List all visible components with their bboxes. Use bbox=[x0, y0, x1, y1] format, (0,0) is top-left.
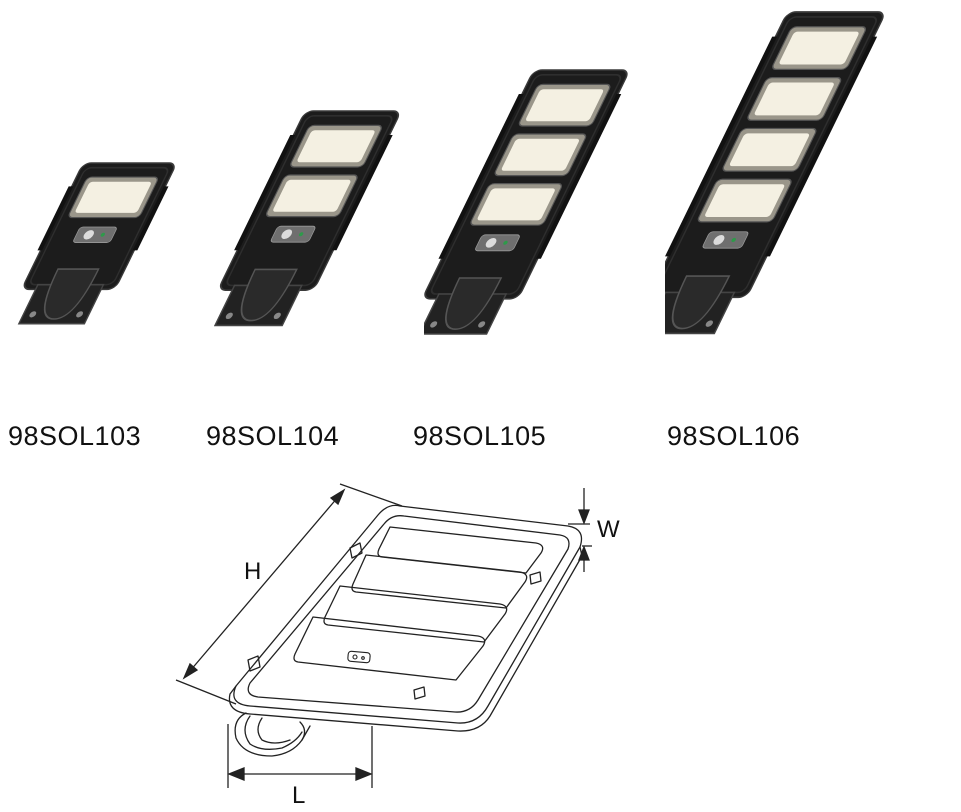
lamp-98sol105-image bbox=[424, 62, 696, 392]
lamp-98sol103-image bbox=[14, 155, 214, 395]
h-extension-top bbox=[339, 483, 403, 507]
model-label-98sol105: 98SOL105 bbox=[413, 421, 547, 451]
width-label: W bbox=[597, 516, 620, 543]
h-dimension-line bbox=[183, 489, 345, 679]
sensor-outline bbox=[347, 650, 371, 664]
diagram-module-outline bbox=[293, 616, 486, 681]
housing-outline bbox=[233, 504, 583, 724]
housing-thickness bbox=[228, 546, 583, 732]
lamp-98sol106-image bbox=[665, 4, 961, 396]
diagram-module-outline bbox=[323, 585, 508, 643]
height-label: H bbox=[244, 558, 262, 585]
mount-bracket bbox=[234, 712, 311, 757]
model-label-98sol104: 98SOL104 bbox=[206, 421, 340, 451]
housing-rim bbox=[247, 515, 570, 713]
h-extension-bottom bbox=[175, 679, 237, 705]
model-label-98sol106: 98SOL106 bbox=[667, 421, 801, 451]
lamp-98sol104-image bbox=[214, 103, 454, 403]
model-label-98sol103: 98SOL103 bbox=[8, 421, 142, 451]
length-label: L bbox=[292, 782, 306, 809]
diagram-module-outline bbox=[377, 526, 544, 574]
diagram-module-outline bbox=[351, 554, 528, 609]
